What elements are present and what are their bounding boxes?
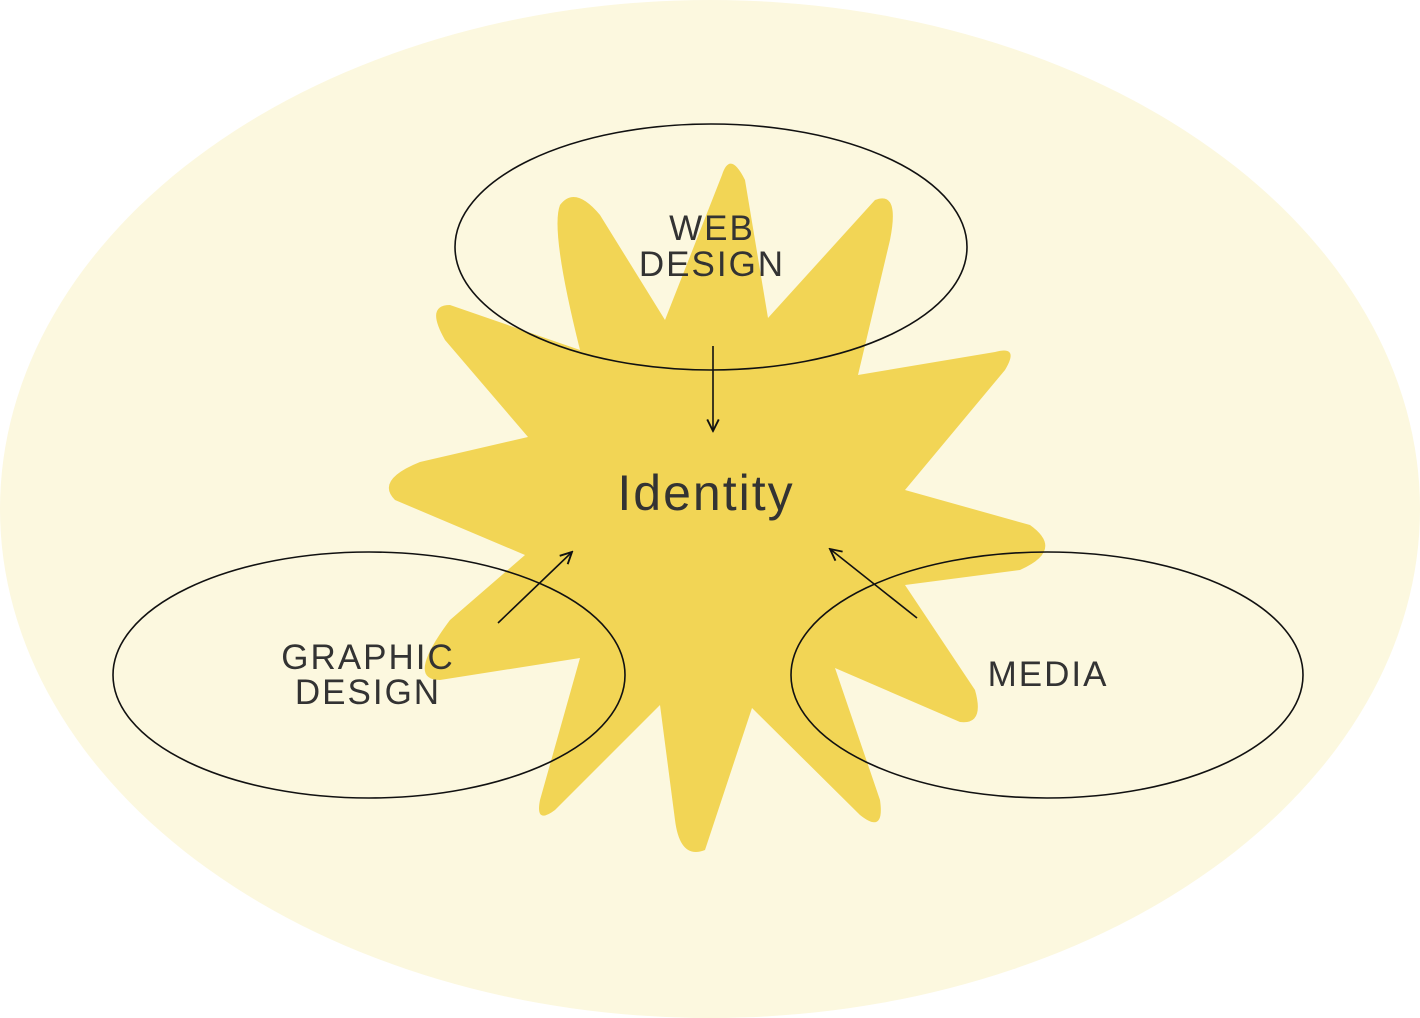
media-label: MEDIA	[988, 655, 1109, 694]
star-shape	[388, 163, 1046, 853]
graphic-design-label-line2: DESIGN	[295, 673, 441, 712]
media-ellipse	[790, 551, 1304, 799]
web-design-ellipse	[454, 123, 968, 371]
web-design-label-line1: WEB	[669, 209, 755, 248]
web-design-label-line2: DESIGN	[639, 245, 785, 284]
graphic-design-label-line1: GRAPHIC	[281, 638, 454, 677]
center-label: Identity	[617, 465, 794, 521]
arrow-graphic-to-identity	[497, 552, 572, 624]
graphic-design-ellipse	[112, 551, 626, 799]
arrow-media-to-identity	[830, 549, 918, 619]
